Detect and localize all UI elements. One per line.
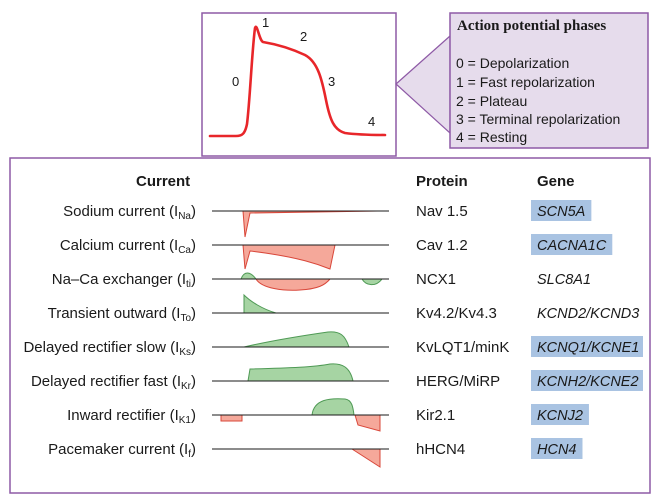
- current-label: Sodium current (INa): [63, 203, 196, 222]
- gene-highlight: [531, 370, 643, 391]
- table-row: Transient outward (ITo) Kv4.2/Kv4.3 KCND2/…: [48, 293, 639, 324]
- ap-label-1: 1: [262, 15, 269, 30]
- ap-label-4: 4: [368, 114, 375, 129]
- current-label: Transient outward (ITo): [48, 305, 196, 324]
- gene-highlight: [531, 438, 583, 459]
- protein-label: KvLQT1/minK: [416, 339, 509, 356]
- header-protein: Protein: [416, 173, 468, 190]
- current-label: Calcium current (ICa): [60, 237, 196, 256]
- current-waveform-2: [311, 398, 355, 416]
- legend-panel: [449, 12, 649, 149]
- gene-label: SCN5A: [537, 204, 585, 220]
- ap-box: [201, 12, 397, 157]
- ap-legend-connector: [395, 34, 451, 135]
- header-gene: Gene: [537, 173, 575, 190]
- protein-label: Kir2.1: [416, 407, 455, 424]
- gene-label: KCNQ1/KCNE1: [537, 340, 639, 356]
- table-row: Delayed rectifier slow (IKs) KvLQT1/minK K…: [23, 331, 643, 358]
- current-waveform-1: [247, 363, 354, 382]
- ap-label-3: 3: [328, 74, 335, 89]
- legend-item-0: 0 = Depolarization: [456, 55, 569, 71]
- protein-label: Cav 1.2: [416, 237, 468, 254]
- current-label: Na–Ca exchanger (Iti): [52, 271, 196, 290]
- current-label: Pacemaker current (If): [48, 441, 196, 460]
- ap-curve: [208, 25, 387, 138]
- current-label: Delayed rectifier slow (IKs): [23, 339, 196, 358]
- table-row: Na–Ca exchanger (Iti) NCX1 SLC8A1: [52, 271, 591, 291]
- current-waveform-2: [255, 278, 332, 291]
- legend-title: Action potential phases: [457, 18, 606, 34]
- legend-item-1: 1 = Fast repolarization: [456, 74, 595, 90]
- protein-label: hHCN4: [416, 441, 465, 458]
- table-row: Pacemaker current (If) hHCN4 HCN4: [48, 438, 583, 468]
- legend-item-4: 4 = Resting: [456, 129, 527, 145]
- gene-label: CACNA1C: [537, 238, 607, 254]
- current-label: Inward rectifier (IK1): [67, 407, 196, 426]
- table-row: Sodium current (INa) Nav 1.5 SCN5A: [63, 200, 592, 238]
- ap-label-2: 2: [300, 29, 307, 44]
- protein-label: NCX1: [416, 271, 456, 288]
- gene-label: SLC8A1: [537, 272, 591, 288]
- table-row: Calcium current (ICa) Cav 1.2 CACNA1C: [60, 234, 613, 270]
- current-waveform-1: [242, 244, 336, 270]
- protein-label: Kv4.2/Kv4.3: [416, 305, 497, 322]
- gene-highlight: [531, 404, 589, 425]
- legend-item-3: 3 = Terminal repolarization: [456, 111, 620, 127]
- ap-label-0: 0: [232, 74, 239, 89]
- gene-highlight: [531, 234, 613, 255]
- current-label: Delayed rectifier fast (IKr): [31, 373, 196, 392]
- current-rows: Sodium current (INa) Nav 1.5 SCN5A Calcium …: [23, 200, 643, 468]
- gene-label: KCNH2/KCNE2: [537, 374, 639, 390]
- protein-label: HERG/MiRP: [416, 373, 500, 390]
- protein-label: Nav 1.5: [416, 203, 468, 220]
- current-waveform-1: [220, 414, 243, 422]
- gene-label: HCN4: [537, 442, 576, 458]
- gene-label: KCND2/KCND3: [537, 306, 639, 322]
- current-waveform-1: [243, 331, 350, 348]
- header-current: Current: [136, 173, 190, 190]
- table-row: Inward rectifier (IK1) Kir2.1 KCNJ2: [67, 398, 589, 432]
- legend-item-2: 2 = Plateau: [456, 93, 527, 109]
- gene-highlight: [531, 336, 643, 357]
- gene-highlight: [531, 200, 592, 221]
- table-row: Delayed rectifier fast (IKr) HERG/MiRP KCN…: [31, 363, 643, 392]
- gene-label: KCNJ2: [537, 408, 583, 424]
